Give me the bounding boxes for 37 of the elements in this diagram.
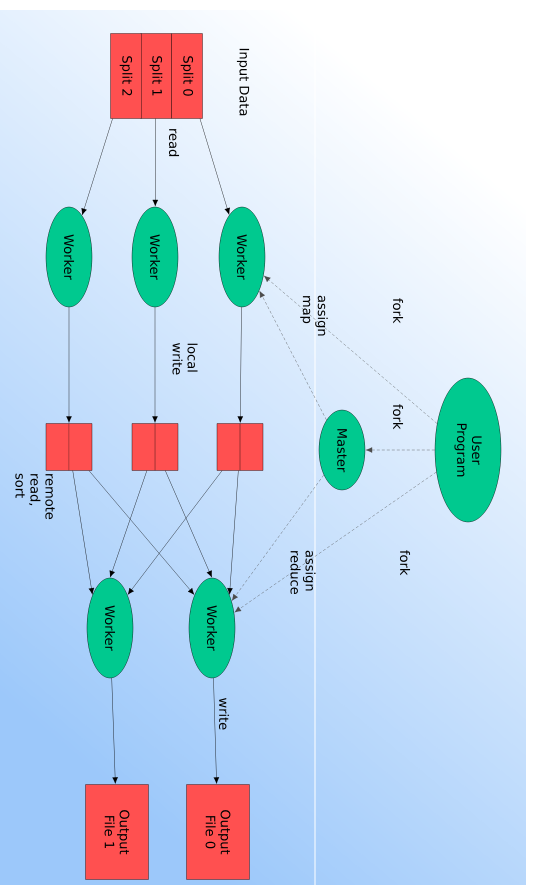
arrow	[112, 678, 118, 784]
file-box	[132, 423, 178, 471]
arrow	[234, 472, 437, 612]
input-label: Input Data	[236, 48, 250, 116]
arrow	[259, 290, 327, 420]
edge-label: fork	[392, 404, 404, 430]
edge-label: assign map	[300, 296, 328, 336]
arrow	[227, 470, 239, 595]
file-box	[46, 423, 92, 471]
edge-label: fork	[392, 298, 404, 324]
split-cell: Split 1	[140, 33, 172, 119]
arrow	[72, 470, 94, 595]
arrow	[213, 678, 220, 784]
split-cell: Split 0	[171, 33, 203, 119]
arrow	[152, 118, 158, 206]
file-box	[216, 423, 264, 471]
split-cell: Split 2	[110, 33, 142, 119]
edge-label: write	[218, 698, 230, 730]
arrow	[232, 474, 324, 601]
arrow	[366, 447, 435, 453]
arrow	[200, 118, 230, 215]
edge-label: local write	[172, 343, 198, 374]
edge-label: fork	[400, 550, 410, 576]
edge-label: remote read, sort	[15, 474, 55, 520]
edge-label: assign reduce	[290, 550, 316, 594]
arrow	[128, 470, 222, 595]
arrow	[264, 276, 438, 424]
arrow	[110, 470, 148, 578]
arrow	[66, 307, 72, 423]
output-file-box: Output File 1	[85, 784, 149, 880]
arrow	[81, 118, 113, 216]
arrow	[88, 470, 194, 595]
output-file-box: Output File 0	[186, 784, 250, 880]
arrow	[238, 306, 244, 423]
arrow	[152, 307, 158, 423]
edge-label: read	[168, 129, 180, 156]
arrow	[165, 470, 212, 578]
